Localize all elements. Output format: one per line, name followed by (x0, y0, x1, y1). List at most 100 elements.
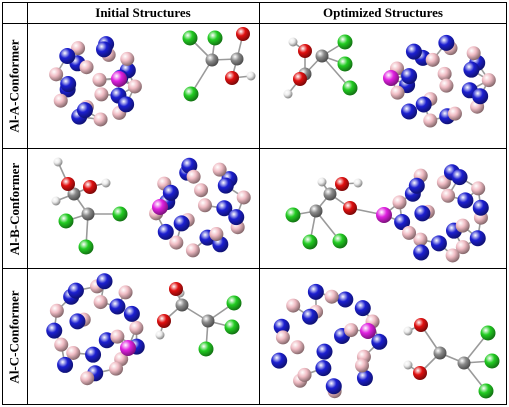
oxygen-atom (293, 72, 307, 86)
nitrogen-atom (59, 48, 76, 65)
nitrogen-atom (216, 200, 233, 217)
chlorine-atom (478, 383, 494, 399)
nitrogen-atom (315, 360, 332, 377)
boron-atom (49, 303, 64, 318)
molecule-c-initial (46, 273, 242, 386)
boron-atom (290, 340, 305, 355)
boron-atom (53, 93, 68, 108)
nitrogen-atom (438, 34, 455, 51)
chlorine-atom (207, 30, 223, 46)
cell-a-initial (28, 24, 259, 148)
molecule-b-initial (51, 157, 251, 258)
chlorine-atom (342, 80, 358, 96)
column-divider-label (27, 3, 28, 404)
nitrogen-atom (401, 103, 418, 120)
nitrogen-atom (371, 333, 388, 350)
hydrogen-atom (283, 89, 293, 99)
nitrogen-atom (325, 378, 342, 395)
chlorine-atom (198, 341, 214, 357)
nitrogen-atom (451, 169, 468, 186)
hydrogen-atom (51, 196, 61, 206)
boron-atom (49, 67, 64, 82)
nitrogen-atom (316, 343, 333, 360)
chlorine-atom (337, 56, 353, 72)
nitrogen-atom (469, 230, 486, 247)
column-divider-middle (259, 3, 260, 404)
boron-atom (54, 337, 69, 352)
boron-atom (425, 52, 440, 67)
nitrogen-atom (69, 313, 86, 330)
carbon-atom (309, 204, 323, 218)
chlorine-atom (332, 233, 348, 249)
boron-atom (455, 240, 470, 255)
aluminum-atom (376, 207, 392, 223)
boron-atom (71, 41, 86, 56)
oxygen-atom (343, 201, 357, 215)
oxygen-atom (83, 180, 97, 194)
nitrogen-atom (430, 235, 447, 252)
nitrogen-atom (271, 352, 288, 369)
cell-a-optimized (260, 24, 506, 148)
boron-atom (439, 78, 454, 93)
row-label-c-text: Al-C-Conformer (7, 290, 23, 384)
boron-atom (392, 195, 407, 210)
chlorine-atom (285, 207, 301, 223)
nitrogen-atom (457, 192, 474, 209)
hydrogen-atom (155, 330, 165, 340)
boron-atom (344, 323, 359, 338)
oxygen-atom (225, 71, 239, 85)
nitrogen-atom (96, 41, 113, 58)
nitrogen-atom (302, 308, 319, 325)
boron-atom (93, 295, 108, 310)
carbon-atom (201, 314, 215, 328)
hydrogen-atom (353, 178, 363, 188)
boron-atom (212, 162, 227, 177)
boron-atom (441, 188, 456, 203)
carbon-atom (175, 298, 189, 312)
nitrogen-atom (76, 102, 93, 119)
nitrogen-atom (123, 305, 140, 322)
carbon-atom (323, 187, 337, 201)
hydrogen-atom (246, 71, 256, 81)
molecule-b-optimized (285, 164, 489, 263)
chlorine-atom (183, 86, 199, 102)
nitrogen-atom (415, 96, 432, 113)
hydrogen-atom (101, 178, 111, 188)
oxygen-atom (236, 27, 250, 41)
oxygen-atom (414, 318, 428, 332)
nitrogen-atom (273, 318, 290, 335)
carbon-atom (315, 49, 329, 63)
row-label-c: Al-C-Conformer (3, 269, 27, 405)
boron-atom (286, 298, 301, 313)
row-label-a-text: Al-A-Conformer (7, 39, 23, 133)
nitrogen-atom (60, 76, 77, 93)
boron-atom (423, 113, 438, 128)
nitrogen-atom (408, 177, 425, 194)
boron-atom (169, 235, 184, 250)
chlorine-atom (78, 239, 94, 255)
boron-atom (118, 285, 133, 300)
chlorine-atom (112, 206, 128, 222)
carbon-atom (205, 53, 219, 67)
boron-atom (92, 72, 107, 87)
chlorine-atom (58, 213, 74, 229)
header-divider (3, 23, 506, 24)
oxygen-atom (169, 282, 183, 296)
boron-atom (93, 112, 108, 127)
aluminum-atom (111, 71, 127, 87)
row-label-a: Al-A-Conformer (3, 24, 27, 148)
nitrogen-atom (46, 322, 63, 339)
nitrogen-atom (405, 43, 422, 60)
oxygen-atom (157, 314, 171, 328)
hydrogen-atom (403, 360, 413, 370)
chlorine-atom (224, 319, 240, 335)
aluminum-atom (383, 70, 399, 86)
nitrogen-atom (356, 370, 373, 387)
hydrogen-atom (288, 37, 298, 47)
boron-atom (236, 190, 251, 205)
cell-b-initial (28, 149, 259, 268)
boron-atom (66, 345, 81, 360)
boron-atom (80, 371, 95, 386)
chlorine-atom (226, 295, 242, 311)
oxygen-atom (61, 177, 75, 191)
